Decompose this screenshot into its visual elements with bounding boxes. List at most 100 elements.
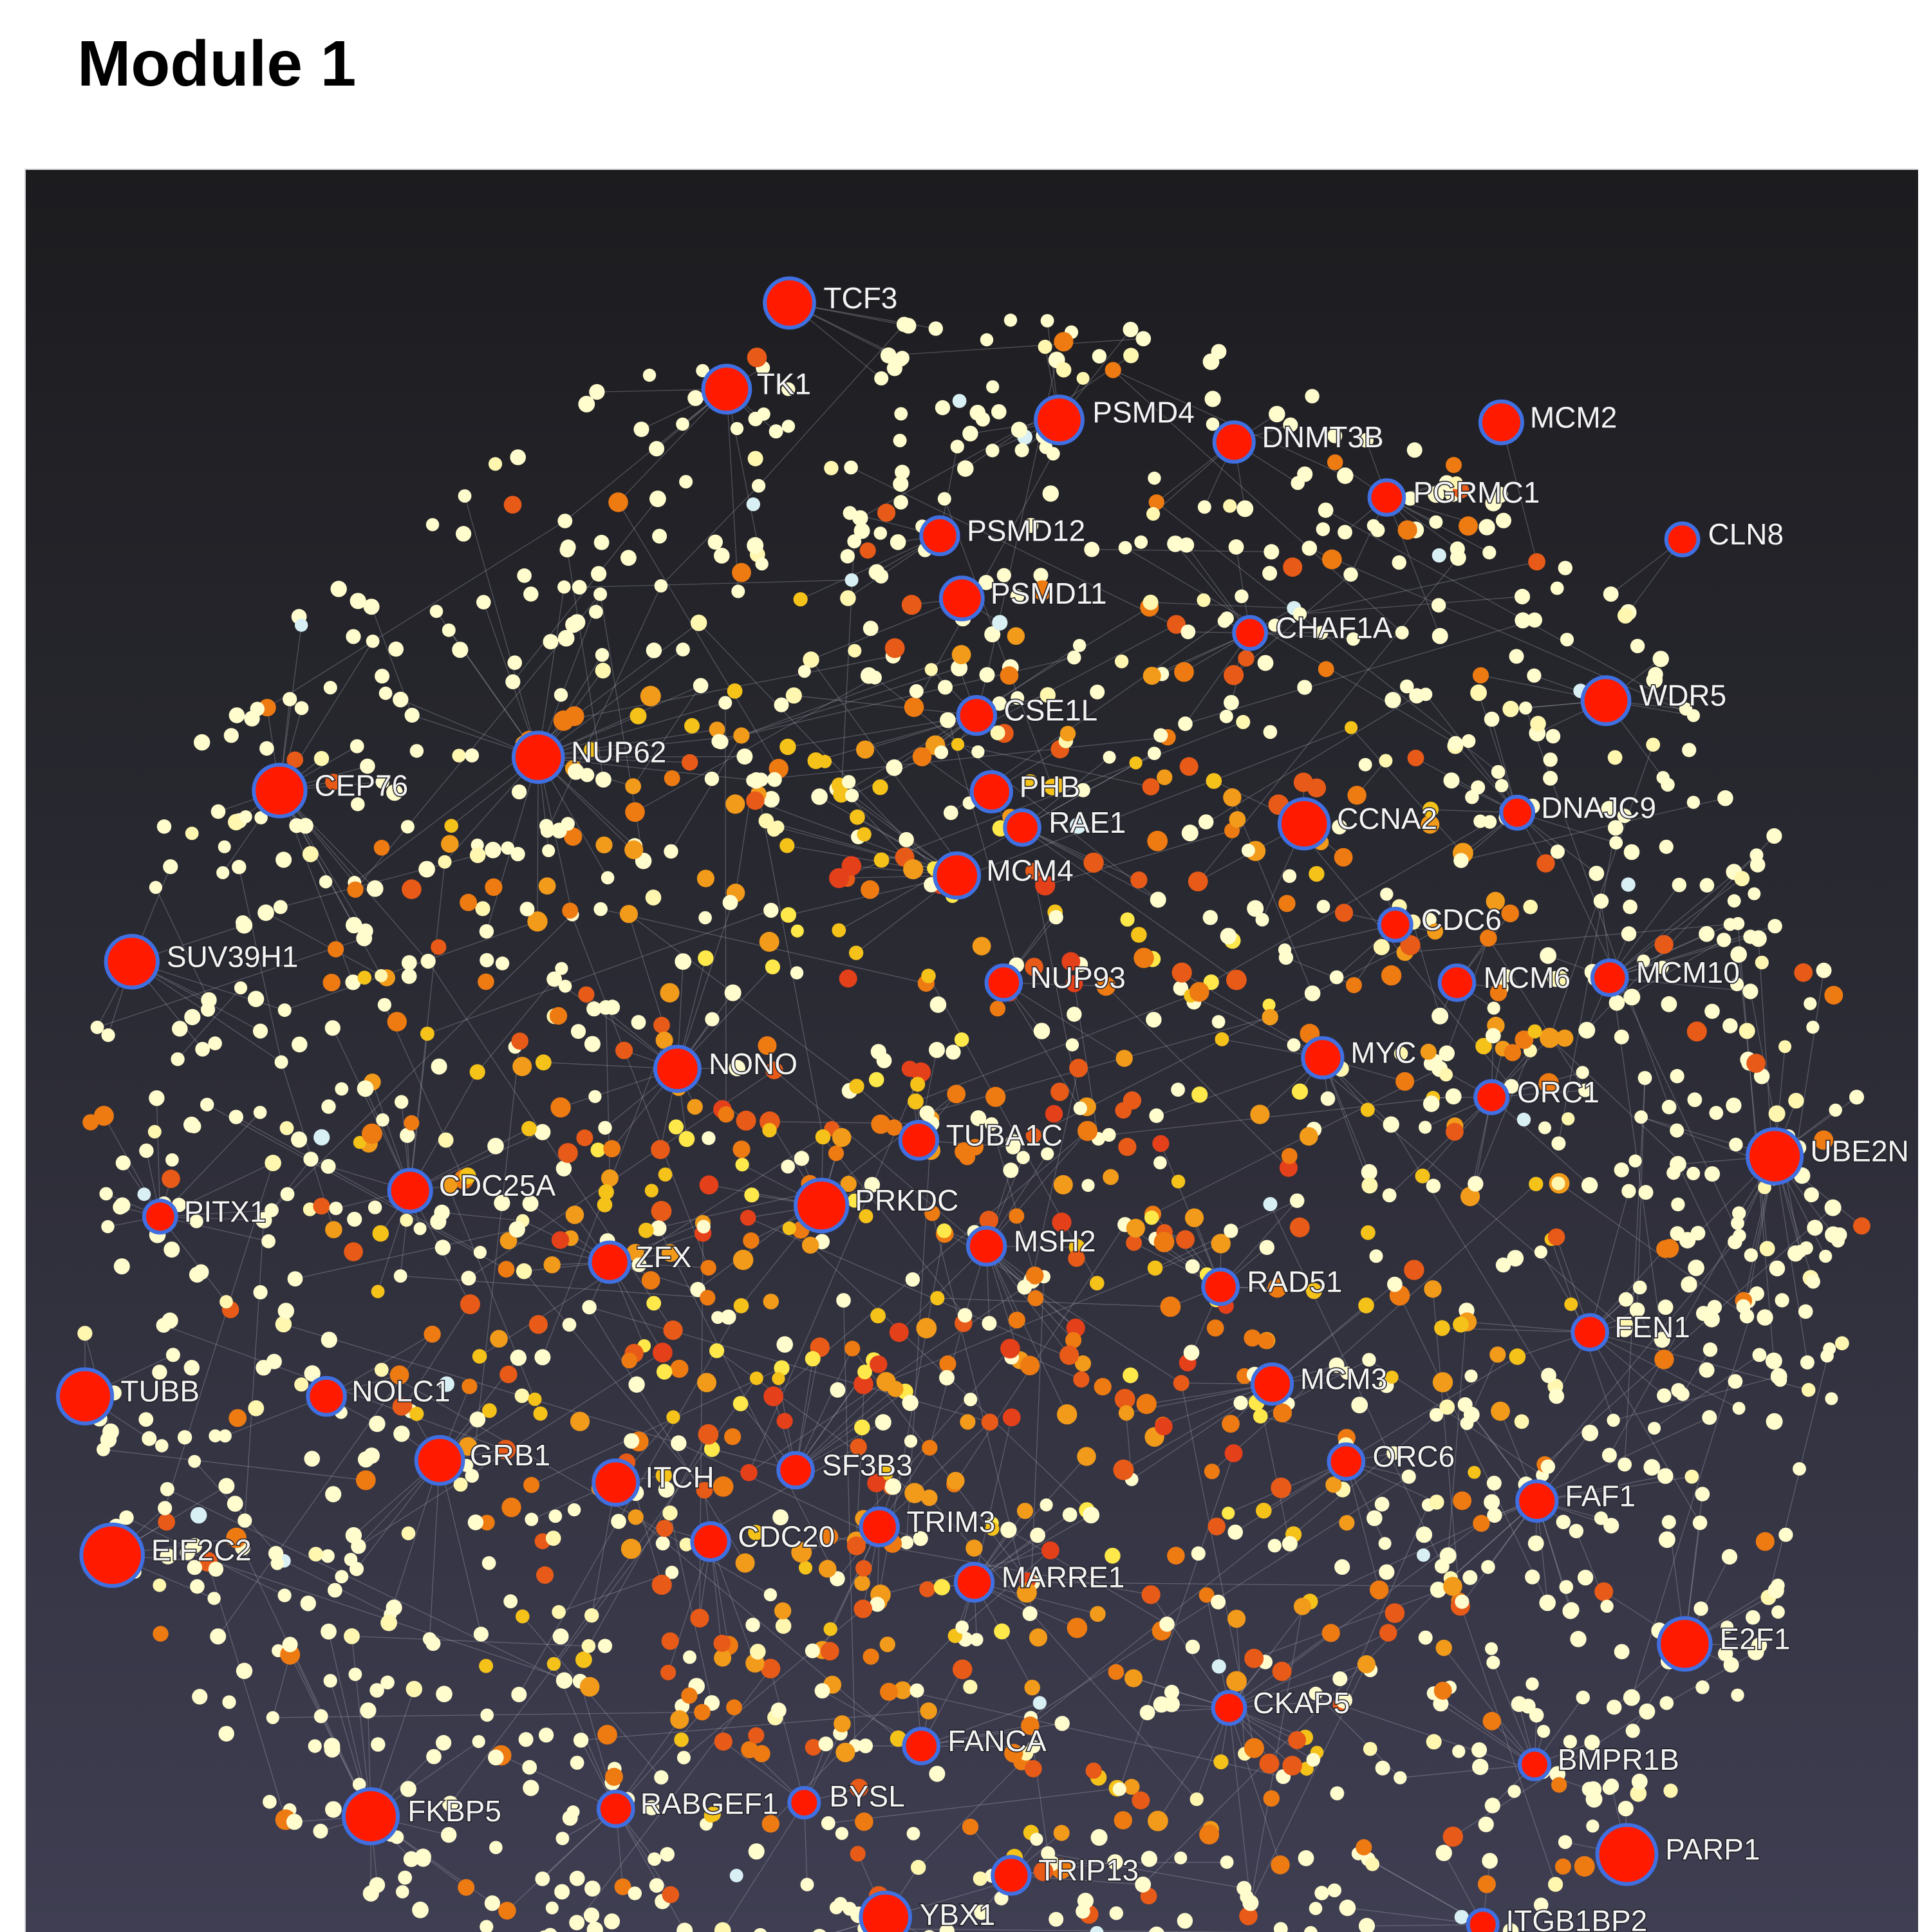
small-node [628,1886,642,1900]
small-node [1643,1459,1660,1476]
small-node [1523,900,1538,915]
small-node [767,772,782,787]
small-node [1294,1598,1311,1615]
small-node [1066,1038,1079,1051]
hub-node-trim3 [861,1509,898,1545]
small-node [1227,1525,1243,1540]
node-label-wdr5: WDR5 [1639,679,1726,712]
small-node [1802,1383,1816,1397]
small-node [711,734,726,748]
small-node [1108,1664,1124,1680]
small-node [479,1659,493,1673]
small-node [1054,1825,1070,1841]
small-node [620,905,638,923]
small-node [1731,1216,1744,1230]
small-node [1728,1235,1742,1250]
small-node [791,925,804,938]
small-node [444,819,458,833]
small-node [1137,1394,1157,1414]
small-node [1220,611,1234,625]
small-node [1379,1565,1394,1580]
hub-node-phb [972,772,1011,812]
small-node [662,1886,680,1904]
small-node [1750,848,1764,862]
small-node [367,880,384,897]
small-node [1083,1507,1099,1523]
small-node [153,1626,168,1641]
small-node [1594,894,1609,909]
small-node [321,1549,335,1563]
small-node [1298,1850,1314,1866]
node-label-dnmt3b: DNMT3B [1262,420,1384,454]
small-node [1594,1583,1613,1601]
small-node [890,534,906,550]
small-node [1607,1414,1619,1427]
hub-node-ube2n [1748,1129,1802,1184]
small-node [462,1379,477,1394]
small-node [1621,1184,1636,1198]
small-node [903,859,923,879]
node-label-faf1: FAF1 [1565,1479,1636,1512]
small-node [1662,1515,1676,1529]
small-node [1693,1601,1708,1615]
small-node [899,832,914,848]
small-node [1703,1342,1717,1357]
small-node [593,588,607,601]
small-node [1464,1370,1477,1382]
small-node [844,1341,860,1356]
small-node [955,1032,969,1047]
small-node [371,1285,385,1298]
small-node [736,1554,755,1573]
small-node [1400,680,1414,694]
small-node [920,1702,937,1719]
small-node [691,615,707,631]
small-node [1806,1275,1820,1289]
small-node [1473,667,1489,683]
small-node [1507,1250,1524,1267]
small-node [149,1090,164,1106]
small-node [323,974,340,991]
small-node [595,837,612,853]
small-node [904,1435,917,1447]
small-node [1148,1261,1163,1276]
small-node [674,1732,689,1747]
small-node [824,461,838,475]
small-node [664,770,680,786]
small-node [229,707,245,723]
small-node [1408,750,1424,766]
small-node [1271,1478,1291,1498]
small-node [586,1001,601,1016]
small-node [1131,927,1147,943]
node-label-marre1: MARRE1 [1002,1561,1125,1594]
small-node [1292,1084,1308,1100]
small-node [624,841,643,859]
small-node [779,739,796,755]
small-node [1148,472,1161,485]
small-node [885,638,905,658]
small-node [1504,1044,1522,1061]
small-node [347,882,363,898]
small-node [250,701,265,716]
small-node [1054,1175,1073,1194]
small-node [1453,1317,1469,1333]
small-node [1381,965,1401,985]
small-node [1205,391,1221,407]
small-node [653,1017,670,1034]
small-node [1115,1102,1132,1119]
small-node [1623,1689,1640,1706]
small-node [556,1672,573,1689]
small-node [1853,1218,1870,1235]
small-node [1102,1128,1115,1142]
small-node [1365,1857,1379,1872]
small-node [188,1455,201,1468]
small-node [1424,1280,1441,1297]
small-node [935,745,948,759]
small-node [1519,701,1532,714]
small-node [671,1435,686,1451]
small-node [1067,1618,1088,1639]
small-node [759,813,774,829]
small-node [843,1902,857,1916]
small-node [698,951,713,966]
small-node [424,1326,440,1342]
small-node [1695,1487,1710,1501]
